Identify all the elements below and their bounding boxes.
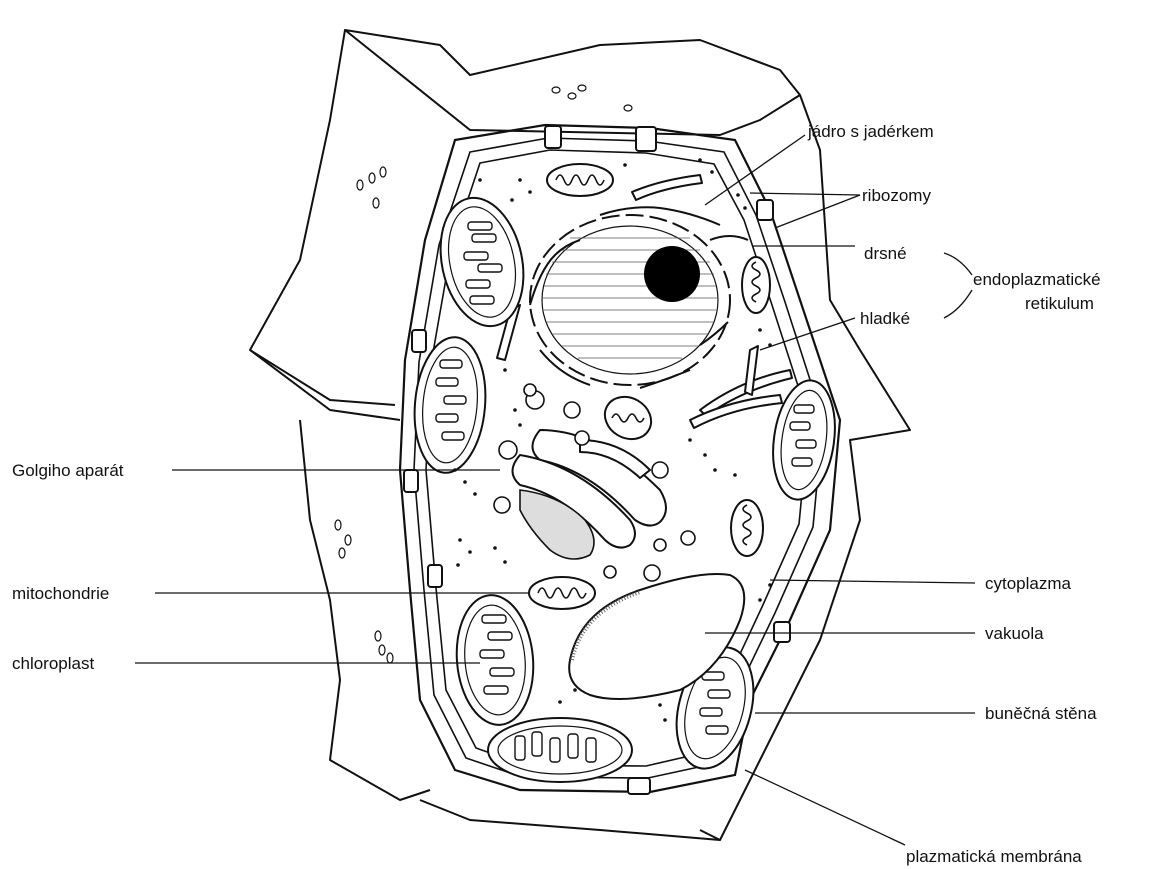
label-er-line1: endoplazmatické	[973, 270, 1101, 289]
mitochondrion-3	[742, 257, 770, 313]
golgi-apparatus	[494, 384, 695, 581]
label-rough-er: drsné	[864, 244, 907, 263]
label-ribosomes: ribozomy	[862, 186, 931, 205]
label-golgi: Golgiho aparát	[12, 461, 124, 480]
chloroplast-2	[409, 334, 491, 476]
mitochondrion-4	[731, 500, 763, 556]
mitochondrion-5	[529, 577, 595, 609]
nucleolus	[644, 246, 700, 302]
label-membrane: plazmatická membrána	[906, 847, 1082, 866]
label-er-line2: retikulum	[1025, 294, 1094, 313]
label-cell-wall: buněčná stěna	[985, 704, 1097, 723]
label-smooth-er: hladké	[860, 309, 910, 328]
chloroplast-3	[451, 592, 538, 728]
label-mitochondria: mitochondrie	[12, 584, 109, 603]
chloroplast-4	[488, 718, 632, 782]
label-chloroplast: chloroplast	[12, 654, 94, 673]
mitochondrion-1	[547, 164, 613, 196]
nucleus	[530, 215, 730, 385]
label-vacuole: vakuola	[985, 624, 1044, 643]
mitochondrion-2	[597, 389, 659, 448]
label-nucleus: jádro s jadérkem	[807, 122, 934, 141]
label-cytoplasm: cytoplazma	[985, 574, 1072, 593]
